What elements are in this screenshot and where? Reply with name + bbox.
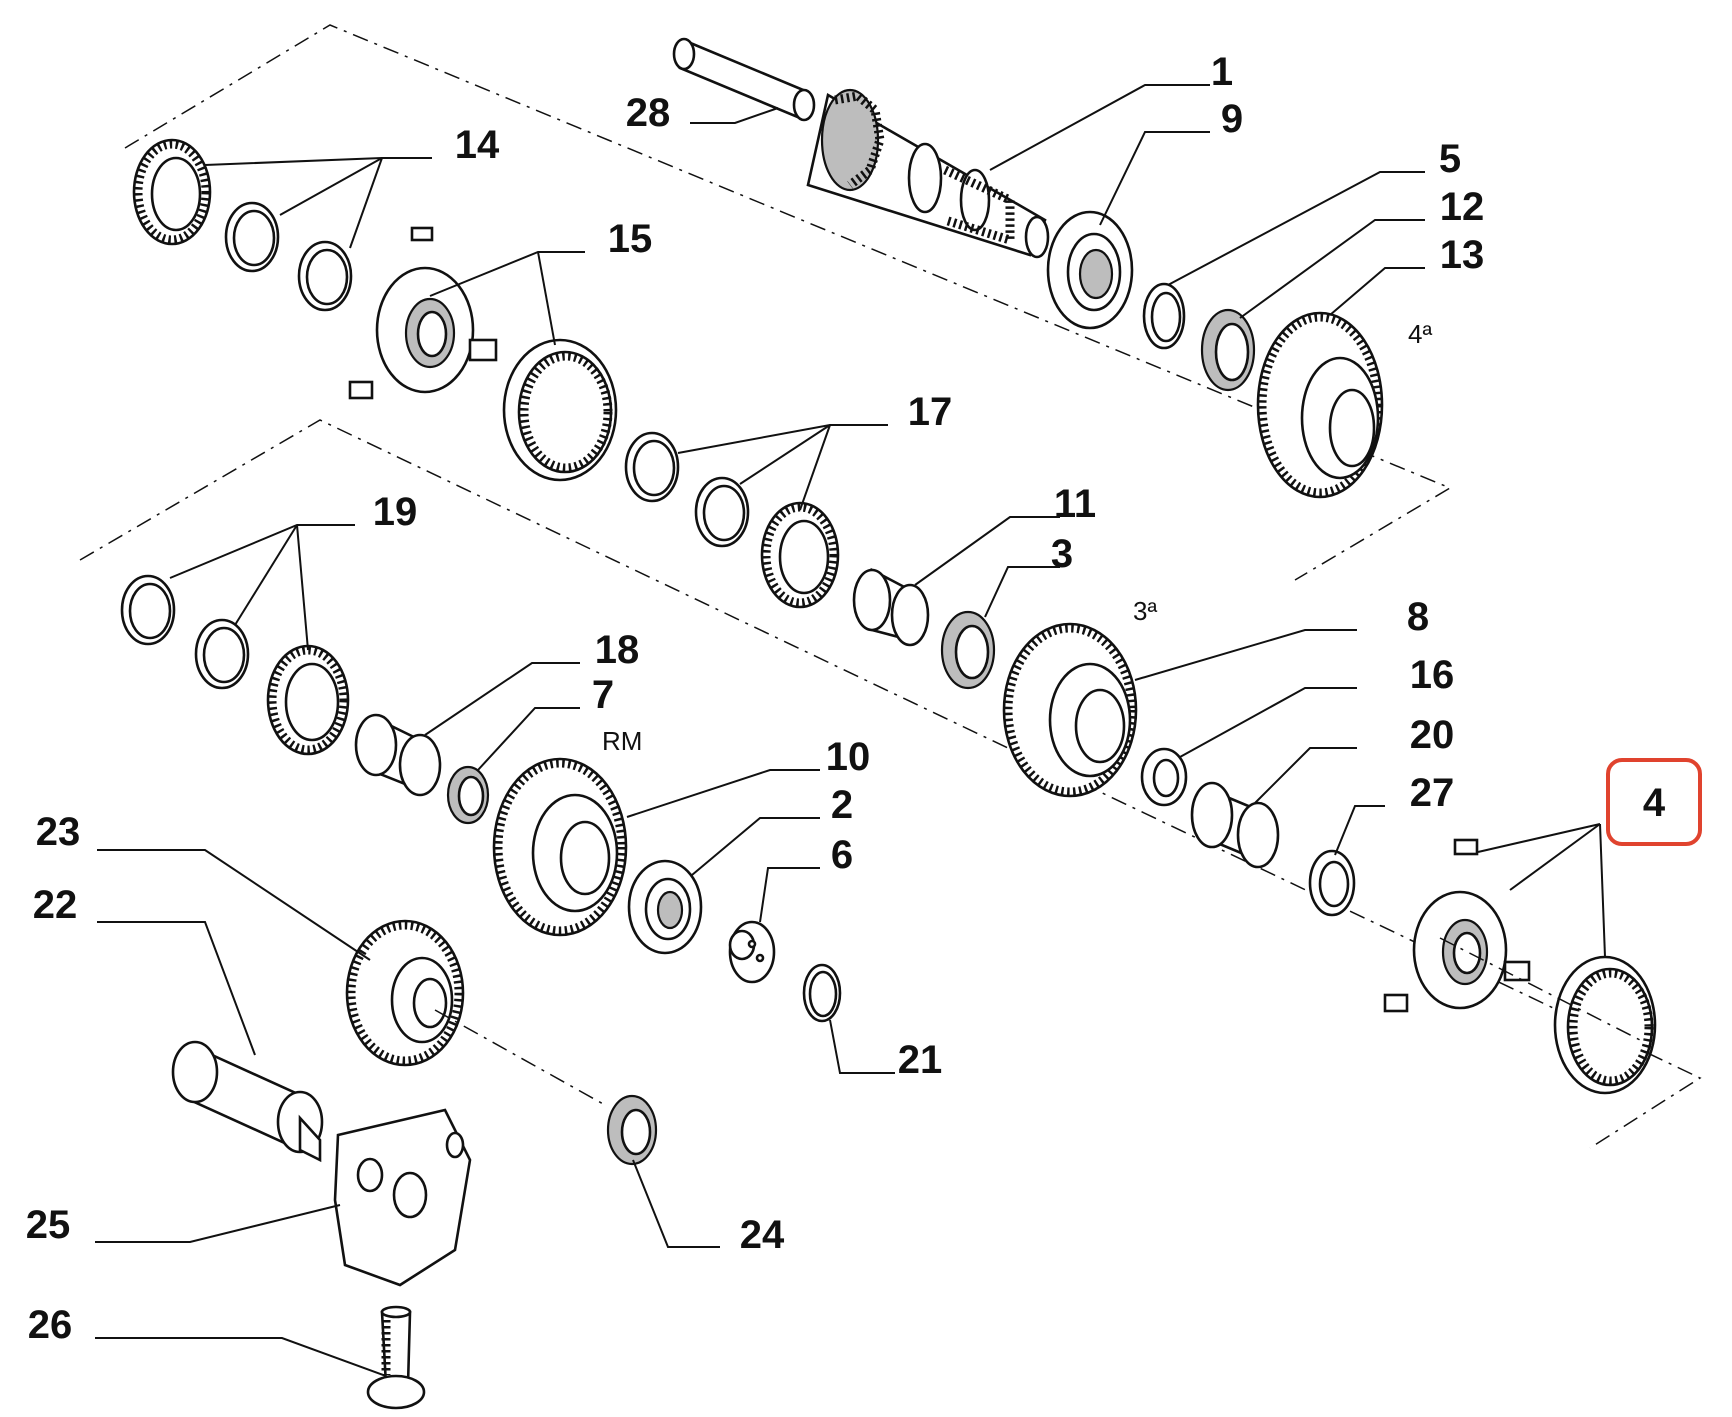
callout-12[interactable]: 12 bbox=[1440, 185, 1485, 229]
callout-16[interactable]: 16 bbox=[1410, 653, 1455, 697]
part-10-reverse-gear[interactable] bbox=[492, 757, 628, 937]
callout-5[interactable]: 5 bbox=[1439, 137, 1461, 181]
callout-23[interactable]: 23 bbox=[36, 810, 81, 854]
callout-24[interactable]: 24 bbox=[740, 1213, 785, 1257]
highlight-box-callout-4 bbox=[1606, 758, 1702, 846]
part-14-synchro-ring-c[interactable] bbox=[297, 240, 353, 312]
callout-11[interactable]: 11 bbox=[1054, 482, 1096, 526]
part-13-fourth-gear[interactable] bbox=[1256, 311, 1384, 499]
part-26-bolt[interactable] bbox=[366, 1305, 426, 1410]
callout-15[interactable]: 15 bbox=[608, 217, 653, 261]
part-23-idler-gear[interactable] bbox=[345, 919, 465, 1067]
part-19-synchro-ring-b[interactable] bbox=[194, 618, 250, 690]
part-2-bearing[interactable] bbox=[627, 859, 703, 955]
part-21-o-ring[interactable] bbox=[802, 963, 842, 1023]
part-1-main-shaft[interactable] bbox=[806, 88, 1050, 259]
callout-9[interactable]: 9 bbox=[1221, 97, 1243, 141]
axis-line-idler bbox=[434, 1009, 606, 1106]
callout-27[interactable]: 27 bbox=[1410, 771, 1455, 815]
callout-22[interactable]: 22 bbox=[33, 883, 78, 927]
callout-13[interactable]: 13 bbox=[1440, 233, 1485, 277]
part-9-bearing[interactable] bbox=[1046, 210, 1134, 330]
part-28-pin[interactable] bbox=[672, 37, 816, 122]
callout-20[interactable]: 20 bbox=[1410, 713, 1455, 757]
part-24-needle-bearing[interactable] bbox=[606, 1094, 658, 1166]
part-14-synchro-ring-a[interactable] bbox=[132, 138, 212, 246]
part-17-synchro-ring-c[interactable] bbox=[760, 501, 840, 609]
callout-4-highlighted[interactable]: 4 bbox=[1643, 781, 1666, 825]
callout-labels: 1 9 5 12 13 28 14 15 17 11 3 19 18 7 8 1… bbox=[26, 50, 1666, 1347]
callout-8[interactable]: 8 bbox=[1407, 595, 1429, 639]
part-15-synchro-hub[interactable] bbox=[348, 226, 498, 400]
callout-2[interactable]: 2 bbox=[831, 783, 853, 827]
axis-line-synchro-4 bbox=[1439, 937, 1641, 1041]
part-19-synchro-ring-a[interactable] bbox=[120, 574, 176, 646]
callout-28[interactable]: 28 bbox=[626, 91, 671, 135]
callout-14[interactable]: 14 bbox=[455, 123, 500, 167]
part-20-bushing[interactable] bbox=[1190, 781, 1280, 869]
callout-18[interactable]: 18 bbox=[595, 628, 640, 672]
part-4-synchro-hub[interactable] bbox=[1383, 838, 1531, 1013]
part-19-synchro-ring-c[interactable] bbox=[266, 644, 350, 756]
leader-lines bbox=[95, 84, 1606, 1377]
part-22-idler-shaft[interactable] bbox=[171, 1040, 324, 1163]
callout-26[interactable]: 26 bbox=[28, 1303, 73, 1347]
part-12-needle-bearing[interactable] bbox=[1200, 308, 1256, 392]
gear-label-fourth: 4ª bbox=[1408, 319, 1432, 349]
callout-17[interactable]: 17 bbox=[908, 390, 953, 434]
assembly-boundary-middle bbox=[79, 419, 1702, 1149]
part-25-support-bracket[interactable] bbox=[333, 1108, 472, 1287]
gear-label-reverse: RM bbox=[602, 726, 642, 756]
callout-7[interactable]: 7 bbox=[592, 673, 614, 717]
part-8-third-gear[interactable] bbox=[1002, 622, 1138, 798]
part-27-flanged-bushing[interactable] bbox=[1308, 849, 1356, 917]
part-17-synchro-ring-a[interactable] bbox=[624, 431, 680, 503]
callout-10[interactable]: 10 bbox=[826, 735, 871, 779]
part-14-synchro-ring-b[interactable] bbox=[224, 201, 280, 273]
part-17-synchro-ring-b[interactable] bbox=[694, 476, 750, 548]
part-15-sleeve[interactable] bbox=[502, 338, 618, 482]
gear-label-third: 3ª bbox=[1133, 596, 1157, 626]
callout-1[interactable]: 1 bbox=[1211, 50, 1233, 94]
part-6-plug[interactable] bbox=[728, 920, 776, 984]
callout-19[interactable]: 19 bbox=[373, 490, 418, 534]
callout-3[interactable]: 3 bbox=[1051, 532, 1073, 576]
part-11-spacer-bushing[interactable] bbox=[852, 567, 930, 647]
callout-21[interactable]: 21 bbox=[898, 1038, 943, 1082]
callout-6[interactable]: 6 bbox=[831, 833, 853, 877]
part-4-sleeve[interactable] bbox=[1553, 955, 1657, 1095]
assembly-boundary-upper bbox=[124, 24, 1452, 581]
part-3-needle-bearing[interactable] bbox=[940, 610, 996, 690]
part-16-thrust-washer[interactable] bbox=[1140, 747, 1188, 807]
callout-25[interactable]: 25 bbox=[26, 1203, 71, 1247]
part-5-circlip[interactable] bbox=[1142, 282, 1186, 350]
part-7-needle-bearing[interactable] bbox=[446, 765, 490, 825]
part-18-bushing[interactable] bbox=[354, 713, 442, 797]
